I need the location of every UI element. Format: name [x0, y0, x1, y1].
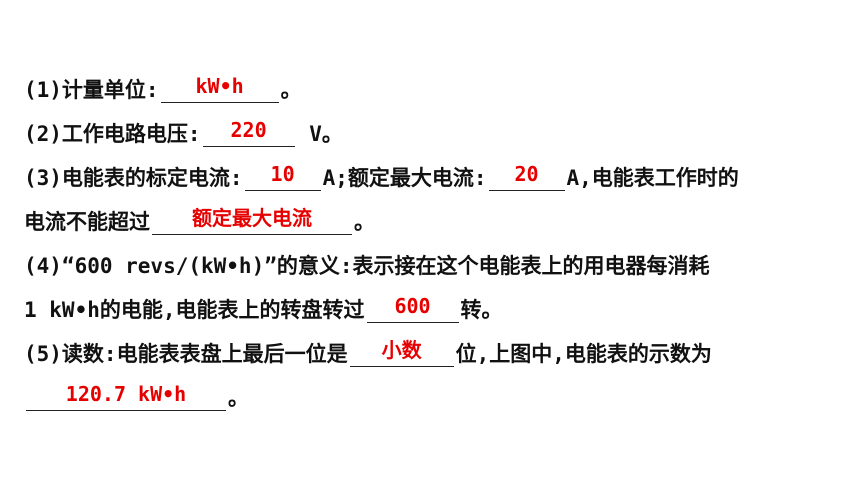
line-4-suffix: 。 [354, 210, 375, 234]
blank-decimal: 小数 [349, 336, 454, 367]
blank-max-current: 20 [488, 160, 565, 191]
question-content: (1)计量单位: kW•h 。 (2)工作电路电压: 220 V。 (3)电能表的标定… [24, 68, 844, 420]
answer-voltage: 220 [230, 118, 267, 142]
line-7-prefix: (5)读数:电能表表盘上最后一位是 [24, 342, 348, 366]
blank-current-limit: 额定最大电流 [152, 204, 352, 235]
line-1-prefix: (1)计量单位: [24, 78, 159, 102]
line-2-prefix: (2)工作电路电压: [24, 122, 201, 146]
line-revolutions: 1 kW•h的电能,电能表上的转盘转过 600 转。 [24, 288, 844, 332]
blank-voltage: 220 [202, 116, 295, 147]
line-6-suffix: 转。 [460, 298, 503, 322]
answer-unit: kW•h [195, 74, 244, 98]
blank-revolutions: 600 [366, 292, 459, 323]
answer-max-current: 20 [514, 162, 539, 186]
answer-meter-value: 120.7 kW•h [65, 382, 187, 406]
line-1-suffix: 。 [280, 78, 302, 102]
line-revs-meaning: (4)“600 revs/(kW•h)”的意义:表示接在这个电能表上的用电器每消… [24, 244, 844, 288]
line-reading: (5)读数:电能表表盘上最后一位是 小数 位,上图中,电能表的示数为 [24, 332, 844, 376]
line-voltage: (2)工作电路电压: 220 V。 [24, 112, 844, 156]
line-6-prefix: 1 kW•h的电能,电能表上的转盘转过 [24, 298, 365, 322]
line-3-middle: A;额定最大电流: [322, 166, 487, 190]
line-meter-value: 120.7 kW•h 。 [24, 376, 844, 420]
blank-rated-current: 10 [244, 160, 321, 191]
line-measurement-unit: (1)计量单位: kW•h 。 [24, 68, 844, 112]
blank-unit: kW•h [160, 72, 279, 103]
line-7-suffix: 位,上图中,电能表的示数为 [455, 342, 712, 366]
answer-current-limit: 额定最大电流 [192, 206, 312, 230]
answer-decimal: 小数 [381, 338, 422, 362]
line-4-prefix: 电流不能超过 [24, 210, 150, 234]
line-3-suffix: A,电能表工作时的 [566, 166, 739, 190]
line-3-prefix: (3)电能表的标定电流: [24, 166, 243, 190]
line-8-suffix: 。 [228, 386, 249, 410]
answer-rated-current: 10 [270, 162, 295, 186]
answer-revolutions: 600 [394, 294, 431, 318]
blank-meter-value: 120.7 kW•h [26, 380, 226, 411]
line-5-text: (4)“600 revs/(kW•h)”的意义:表示接在这个电能表上的用电器每消… [24, 254, 710, 278]
line-current: (3)电能表的标定电流: 10 A;额定最大电流: 20 A,电能表工作时的 [24, 156, 844, 200]
line-2-suffix: V。 [296, 122, 343, 146]
line-current-limit: 电流不能超过 额定最大电流 。 [24, 200, 844, 244]
